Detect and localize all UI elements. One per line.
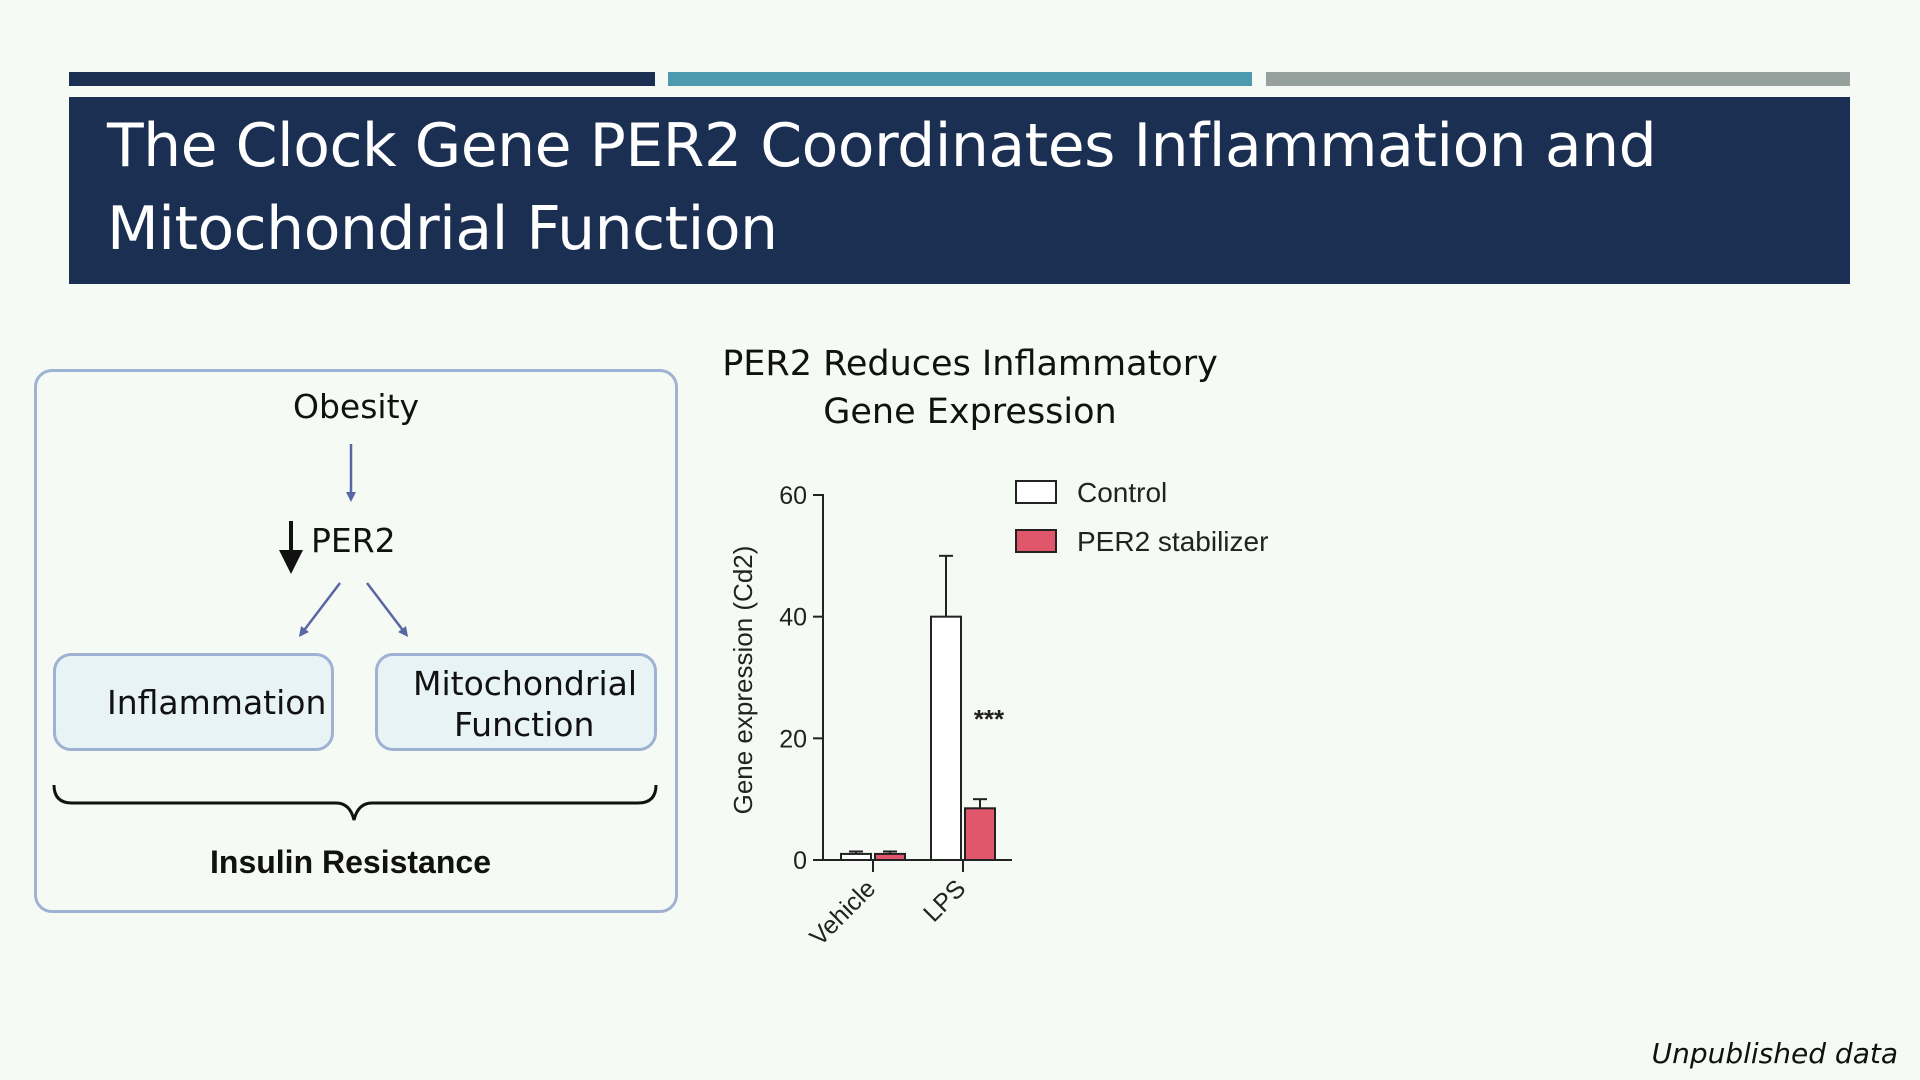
- accent-bar-navy: [69, 72, 655, 86]
- x-tick-label: LPS: [918, 874, 971, 927]
- inflammation-label: Inflammation: [107, 683, 327, 722]
- x-tick-label: Vehicle: [804, 874, 881, 951]
- y-tick-label: 60: [779, 482, 807, 510]
- per2-label: PER2: [311, 521, 396, 560]
- legend-swatch-per2-stabilizer: [1015, 529, 1057, 553]
- mitochondrial-function-box: [375, 653, 657, 751]
- title-banner: The Clock Gene PER2 Coordinates Inflamma…: [69, 97, 1850, 284]
- chart-title: PER2 Reduces Inflammatory Gene Expressio…: [700, 340, 1240, 436]
- bar-control-vehicle: [840, 852, 872, 862]
- bar-per2-stabilizer-vehicle: [874, 852, 906, 862]
- insulin-resistance-label: Insulin Resistance: [210, 844, 491, 880]
- inflammation-box: [53, 653, 334, 751]
- y-axis-label: Gene expression (Cd2): [728, 546, 758, 815]
- legend-label-control: Control: [1077, 477, 1167, 508]
- mitochondrial-label-line-1: Mitochondrial: [413, 664, 638, 703]
- slide-title-line-2: Mitochondrial Function: [107, 194, 778, 264]
- per2-down-arrow-icon: [279, 521, 303, 574]
- bar-control-lps: [930, 615, 962, 862]
- mitochondrial-label-line-2: Function: [454, 705, 595, 744]
- curly-brace-icon: [52, 784, 658, 821]
- arrow-per2-to-inflammation: [298, 582, 341, 637]
- footnote: Unpublished data: [1651, 1037, 1898, 1070]
- slide-title-line-1: The Clock Gene PER2 Coordinates Inflamma…: [107, 111, 1657, 181]
- chart-title-line-2: Gene Expression: [823, 392, 1117, 432]
- chart-title-line-1: PER2 Reduces Inflammatory: [722, 344, 1218, 384]
- y-tick-label: 0: [793, 847, 807, 875]
- legend-swatch-control: [1015, 480, 1057, 504]
- legend-label-per2-stabilizer: PER2 stabilizer: [1077, 526, 1268, 557]
- arrow-per2-to-mitochondria: [366, 582, 409, 637]
- y-tick-label: 40: [779, 604, 807, 632]
- obesity-label: Obesity: [293, 387, 420, 426]
- pathway-diagram: [34, 369, 678, 913]
- significance-annotation: ***: [974, 704, 1005, 734]
- accent-bar-gray: [1266, 72, 1850, 86]
- accent-bar-teal: [668, 72, 1252, 86]
- y-tick-label: 20: [779, 725, 807, 753]
- bar-per2-stabilizer-lps: [964, 807, 996, 862]
